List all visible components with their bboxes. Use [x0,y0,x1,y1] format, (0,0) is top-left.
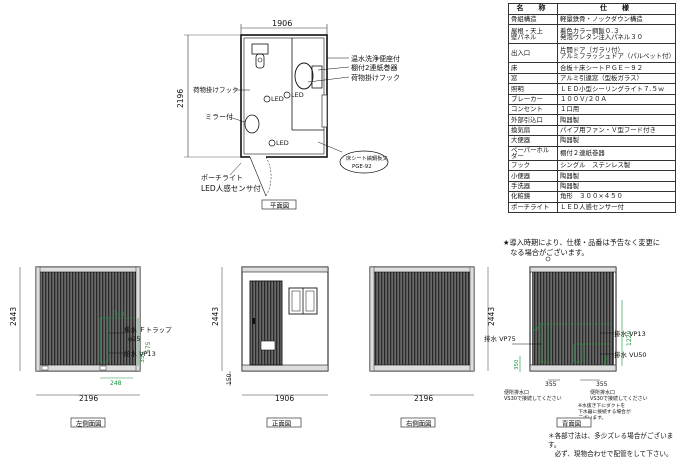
svg-text:548: 548 [113,311,125,318]
back-note-3b: 下水器に接続する場合が [578,408,631,415]
drain-f-trap: 排水 Ｆトラップ [124,325,172,334]
floor-label-1: 床シート縞鋼板又 [346,154,388,162]
svg-text:355: 355 [596,381,608,388]
back-note-2b: VS30で接続してください [590,395,648,402]
paper-holder-label: 棚付2連紙巻器 [351,63,397,72]
floor-label-2: PGE-92 [352,164,372,170]
svg-text:57: 57 [532,327,539,333]
left-side-view: 2443 2196 548 248 575 350 排水 Ｆトラップ φ25 給… [9,266,172,403]
svg-text:248: 248 [110,380,122,387]
drain-diameter: φ25 [128,335,141,343]
svg-text:2196: 2196 [414,394,433,403]
drain-vu50: 排水 VU50 [614,350,647,359]
svg-text:1220: 1220 [626,331,633,346]
svg-text:LED: LED [276,139,289,147]
floor-plan: 1906 2196 LED LED LED [176,19,400,197]
washlet-label: 温水洗浄便座付 [351,54,400,63]
spec-table: 名 称仕 様骨組構造軽量鉄骨・ノックダウン構造屋根・天上 壁パネル着色カラー鋼鈑… [508,3,676,213]
svg-text:LED: LED [271,95,284,103]
svg-text:2443: 2443 [487,307,496,326]
svg-text:2443: 2443 [9,307,18,326]
hook-right-label: 荷物掛けフック [351,73,400,82]
svg-text:350: 350 [514,359,520,370]
back-note-3a: ※水抜き下にダクトを [578,402,625,409]
svg-text:LED: LED [291,91,304,99]
drain-vp13: 排水 VP13 [614,329,646,338]
porch-light-label: ポーチライト [201,174,243,182]
front-view-title: 正面図 [272,420,291,428]
spec-item-value: 軽量鉄骨・ノックダウン構造 [557,13,676,26]
right-view-title: 右側面図 [406,419,432,428]
back-note-2a: 便所排水口 [590,389,615,396]
svg-text:2443: 2443 [211,307,220,326]
left-view-title: 左側面図 [76,419,102,428]
sensor-label: LED人感センサ付 [201,183,261,193]
back-view: 1220 57 500 350 355 355 排水 VP75 排水 VP13 … [484,256,648,421]
spec-item-value: 陶器製 [557,135,676,147]
svg-text:1906: 1906 [275,394,294,403]
svg-text:355: 355 [545,381,557,388]
spec-item-value: 片開ドア（ガラリ付） アルミフラッシュドア（パルペット付） [557,43,676,64]
back-note-1a: 便所排水口 [504,389,529,396]
hook-left-label: 荷物掛けフック [193,85,239,94]
plan-width-dim: 1906 [272,19,292,28]
mirror-label: ミラー付 [205,112,233,121]
svg-text:2196: 2196 [79,394,98,403]
drain-vp75: 排水 VP75 [484,334,516,343]
svg-text:500: 500 [604,355,610,366]
back-note-1b: VS30で接続してください [504,395,562,402]
back-view-title: 背面図 [562,419,581,428]
plan-title: 平面図 [270,202,289,210]
spec-row: 屋根・天上 壁パネル着色カラー鋼鈑０.３ 発泡ウレタン注入パネル３０ [508,24,676,45]
supply-vp13: 給水 VP13 [124,349,156,358]
right-side-view: 2443 2196 [369,266,496,403]
spec-row: 大便器陶器製 [508,135,676,147]
spec-row: ペーパーホルダー棚付２連紙巻器 [508,145,676,161]
back-note-3c: ございます。 [578,414,606,421]
spec-item-value: ＬＥＤ人感センサー付 [557,201,676,213]
spec-note: ★導入時期により、仕様・品番は予告なく変更に なる場合がございます。 [503,238,660,257]
svg-text:575: 575 [145,341,152,353]
svg-text:150: 150 [226,373,233,385]
svg-text:350: 350 [139,351,146,363]
spec-row: 骨組構造軽量鉄骨・ノックダウン構造 [508,13,676,26]
plan-depth-dim: 2196 [176,89,185,108]
spec-row: 出入口片開ドア（ガラリ付） アルミフラッシュドア（パルペット付） [508,43,676,64]
front-view: 2443 150 1906 [211,266,329,403]
